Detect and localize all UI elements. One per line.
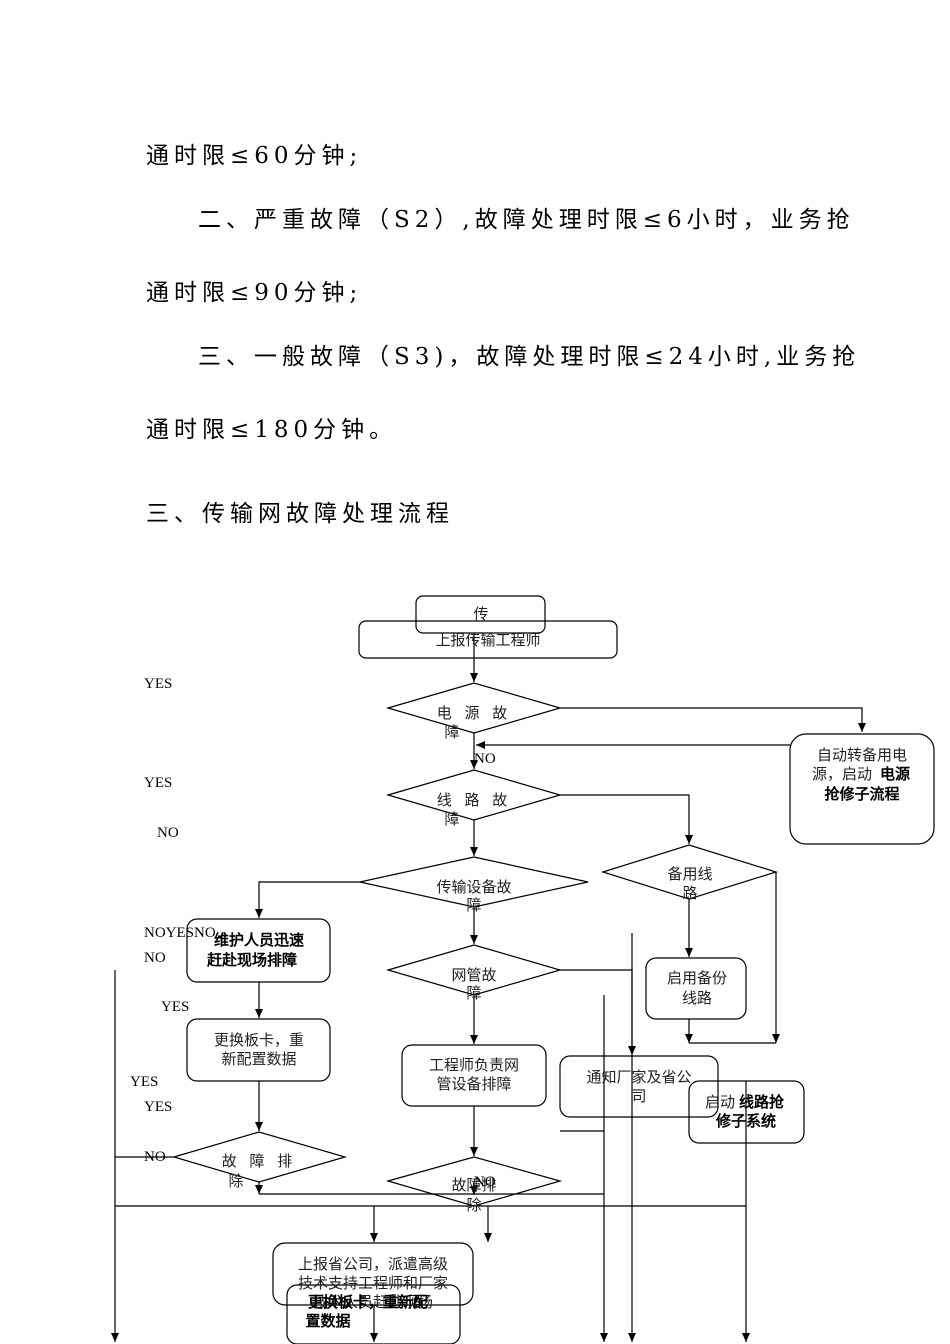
replace-board-1-text-2: 新配置数据 xyxy=(221,1050,296,1068)
fault-cleared-diamond-2 xyxy=(385,1156,563,1207)
auto-backup-text-1: 自动转备用电 xyxy=(817,746,907,764)
yes-label-replace: YES xyxy=(130,1074,159,1090)
report-province-text-2: 技术支持工程师和厂家 xyxy=(298,1274,448,1292)
fault-cleared-1-text-2: 除 xyxy=(228,1172,243,1190)
start-line-repair-text-1b: 线路抢 xyxy=(739,1093,785,1111)
notify-vendor-box xyxy=(559,1055,719,1118)
equipment-fault-text-2: 障 xyxy=(466,896,481,914)
fault-cleared-1-text-1: 故 障 排 xyxy=(222,1152,297,1170)
replace-board-2-text-2: 置数据 xyxy=(305,1312,350,1330)
enable-backup-text-2: 线路 xyxy=(682,989,712,1007)
yes-label-maintenance: YES xyxy=(161,999,190,1015)
line-fault-text-1: 线 路 故 xyxy=(437,791,512,809)
auto-backup-text-3: 抢修子流程 xyxy=(824,785,899,803)
equipment-fault-diamond xyxy=(359,856,589,908)
line-fault-text-2: 障 xyxy=(444,810,459,828)
paragraph-s2: 二、严重故障（S2）,故障处理时限≤6小时，业务抢 xyxy=(198,207,855,233)
maintenance-rush-text-2: 赶赴现场排障 xyxy=(206,951,297,969)
backup-line-text-1: 备用线 xyxy=(667,865,712,883)
auto-backup-power-box xyxy=(789,733,935,845)
backup-line-text-2: 路 xyxy=(682,884,697,902)
noyesno-label: NOYESNO xyxy=(144,925,216,941)
nms-fault-text-2: 障 xyxy=(466,984,481,1002)
yes-label-line: YES xyxy=(144,775,173,791)
maintenance-rush-text-1: 维护人员迅速 xyxy=(214,931,304,949)
power-fault-text-2: 障 xyxy=(444,723,459,741)
paragraph-s1-limit: 通时限≤60分钟; xyxy=(146,143,363,169)
replace-board-box-2 xyxy=(286,1284,461,1344)
report-province-text-3: 技术人员赶赴现场 xyxy=(313,1293,433,1311)
start-line-repair-text-1a: 启动 xyxy=(705,1093,735,1111)
fault-cleared-2-text-1: 故障排 xyxy=(451,1176,496,1194)
paragraph-s3-limit: 通时限≤180分钟。 xyxy=(146,417,398,443)
yes-label-power: YES xyxy=(144,676,173,692)
report-engineer-box xyxy=(358,620,618,659)
no-label-cleared-2: NO xyxy=(474,1174,496,1190)
nms-fault-text-1: 网管故 xyxy=(451,966,496,984)
yes-label-cleared: YES xyxy=(144,1099,173,1115)
paragraph-s3: 三、一般故障（S3)，故障处理时限≤24小时,业务抢 xyxy=(198,344,861,370)
fault-cleared-2-text-2: 除 xyxy=(466,1196,481,1214)
start-text: 传 xyxy=(473,605,488,623)
fault-cleared-diamond-1 xyxy=(171,1131,348,1183)
notify-vendor-text-1: 通知厂家及省公 xyxy=(586,1068,691,1086)
no-label-cleared-1: NO xyxy=(144,1149,166,1165)
equipment-fault-text-1: 传输设备故 xyxy=(436,878,511,896)
replace-board-2-text-1: 更换板卡，重新配 xyxy=(308,1293,428,1311)
no-label-line: NO xyxy=(157,825,179,841)
report-province-box xyxy=(272,1242,474,1306)
engineer-nms-text-1: 工程师负责网 xyxy=(429,1056,519,1074)
engineer-nms-text-2: 管设备排障 xyxy=(436,1075,511,1093)
power-fault-text-1: 电 源 故 xyxy=(437,704,512,722)
section-heading: 三、传输网故障处理流程 xyxy=(146,501,454,527)
start-line-repair-text-2: 修子系统 xyxy=(715,1112,776,1130)
report-engineer-text: 上报传输工程师 xyxy=(435,631,540,649)
auto-backup-text-2b: 电源 xyxy=(880,765,910,783)
report-province-text-1: 上报省公司，派遣高级 xyxy=(298,1255,448,1273)
notify-vendor-text-2: 司 xyxy=(631,1087,646,1105)
no-label-power: NO xyxy=(474,751,496,767)
replace-board-1-text-1: 更换板卡，重 xyxy=(214,1031,304,1049)
no-label-equipment: NO xyxy=(144,950,166,966)
start-box xyxy=(415,595,546,634)
paragraph-s2-limit: 通时限≤90分钟; xyxy=(146,280,363,306)
auto-backup-text-2a: 源，启动 xyxy=(812,765,872,783)
enable-backup-text-1: 启用备份 xyxy=(667,969,727,987)
enable-backup-line-box xyxy=(645,957,747,1020)
